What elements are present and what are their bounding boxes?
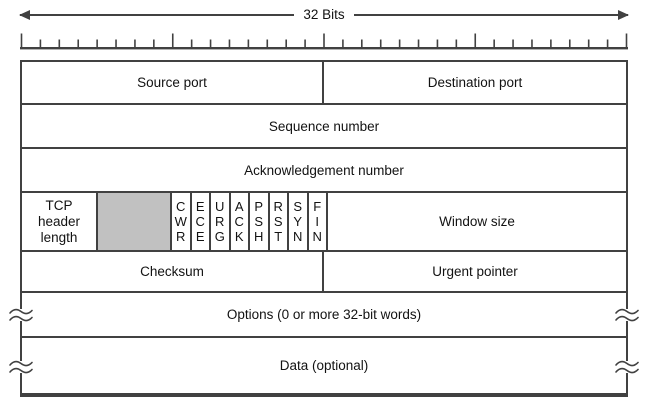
flag-label: U R G	[214, 199, 225, 244]
flag-cell-rst: R S T	[269, 193, 289, 250]
field-reserved	[98, 193, 172, 250]
arrow-line-left	[19, 10, 295, 20]
break-mark-icon	[9, 360, 33, 374]
flag-label: A C K	[234, 199, 244, 244]
flag-cell-psh: P S H	[250, 193, 270, 250]
flag-label: E C E	[195, 199, 205, 244]
field-destination-port: Destination port	[324, 62, 626, 103]
bit-width-arrow: 32 Bits	[19, 7, 629, 23]
field-label: Window size	[439, 214, 515, 229]
field-checksum: Checksum	[22, 252, 324, 291]
flag-cell-syn: S Y N	[289, 193, 309, 250]
break-mark-icon	[9, 308, 33, 322]
row-ports: Source port Destination port	[22, 62, 626, 105]
bit-ruler	[20, 33, 628, 50]
field-label: Source port	[137, 75, 207, 90]
row-checksum: Checksum Urgent pointer	[22, 252, 626, 293]
field-label: Checksum	[140, 264, 204, 279]
flag-label: P S H	[254, 199, 264, 244]
field-label: Sequence number	[268, 118, 380, 134]
flag-label: F I N	[312, 199, 322, 244]
field-label: TCP header length	[37, 197, 81, 245]
flag-label: S Y N	[293, 199, 303, 244]
field-sequence-number: Sequence number	[22, 105, 626, 147]
field-label: Acknowledgement number	[244, 162, 404, 178]
flag-label: R S T	[273, 199, 283, 244]
row-acknowledgement-number: Acknowledgement number	[22, 149, 626, 193]
arrow-line-right	[353, 10, 629, 20]
row-data: Data (optional)	[22, 338, 626, 395]
flag-cell-ack: A C K	[230, 193, 250, 250]
row-flags: TCP header length C W R E C E U R G A C …	[22, 193, 626, 252]
row-options: Options (0 or more 32-bit words)	[22, 293, 626, 338]
bit-width-label: 32 Bits	[303, 7, 345, 22]
field-label: Urgent pointer	[432, 264, 518, 279]
field-data: Data (optional)	[22, 338, 626, 393]
field-acknowledgement-number: Acknowledgement number	[22, 149, 626, 191]
flag-label: C W R	[174, 199, 187, 244]
field-urgent-pointer: Urgent pointer	[324, 252, 626, 291]
break-mark-icon	[615, 308, 639, 322]
header-table: Source port Destination port Sequence nu…	[9, 60, 639, 397]
flag-cell-cwr: C W R	[172, 193, 192, 250]
arrowhead-left-icon	[19, 10, 30, 20]
field-label: Options (0 or more 32-bit words)	[226, 307, 422, 322]
field-options: Options (0 or more 32-bit words)	[22, 293, 626, 336]
flag-cell-fin: F I N	[308, 193, 328, 250]
arrowhead-right-icon	[618, 10, 629, 20]
flag-cell-ece: E C E	[191, 193, 211, 250]
field-tcp-header-length: TCP header length	[22, 193, 98, 250]
field-source-port: Source port	[22, 62, 324, 103]
field-window-size: Window size	[328, 193, 626, 250]
break-mark-icon	[615, 360, 639, 374]
row-sequence-number: Sequence number	[22, 105, 626, 149]
flag-cell-urg: U R G	[211, 193, 231, 250]
field-label: Destination port	[427, 75, 523, 90]
field-label: Data (optional)	[279, 358, 369, 373]
